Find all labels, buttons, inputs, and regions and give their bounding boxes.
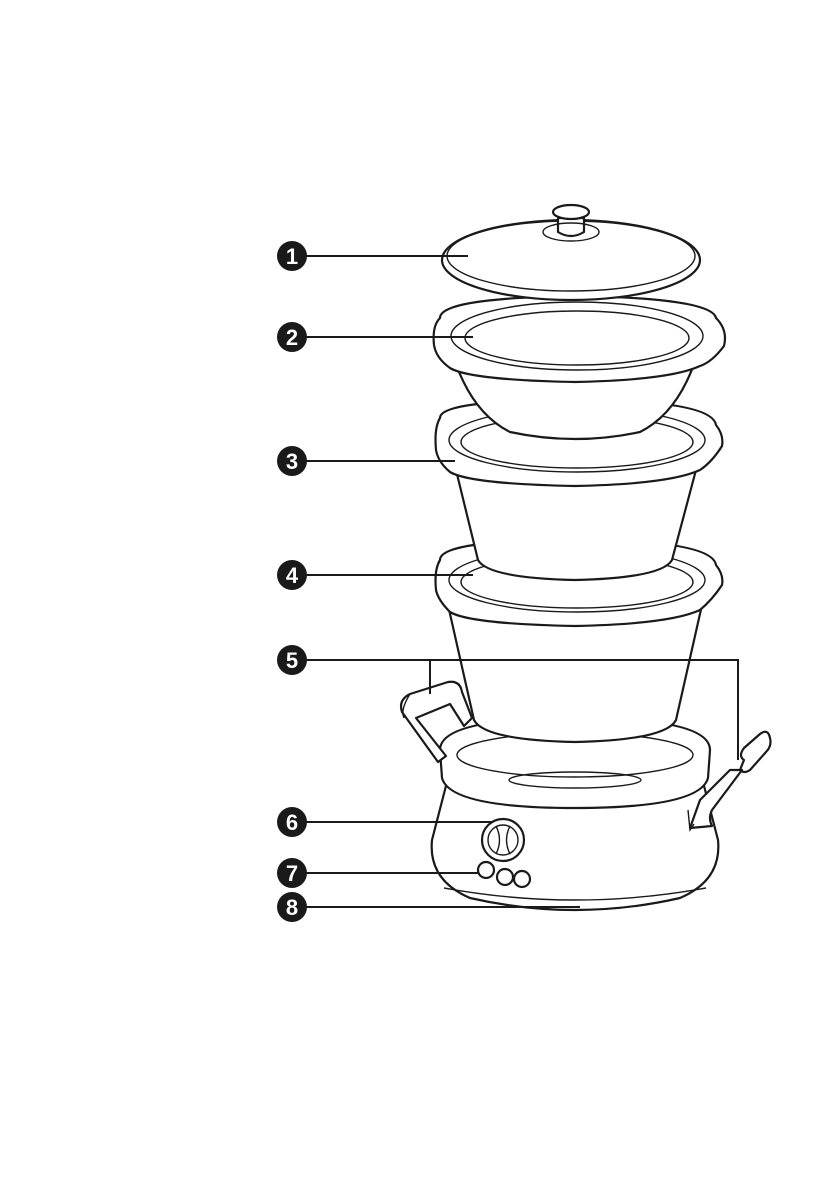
callout-6-number: 6 [286, 810, 298, 835]
callout-2: 2 [277, 322, 307, 352]
control-knob [482, 819, 524, 861]
callout-3: 3 [277, 446, 307, 476]
callout-4: 4 [277, 560, 307, 590]
callout-5-number: 5 [286, 648, 298, 673]
callout-5: 5 [277, 645, 307, 675]
callout-1-number: 1 [286, 244, 298, 269]
callout-6: 6 [277, 807, 307, 837]
callout-8-number: 8 [286, 895, 298, 920]
callout-3-number: 3 [286, 449, 298, 474]
callout-7-number: 7 [286, 861, 298, 886]
callout-8: 8 [277, 892, 307, 922]
callout-1: 1 [277, 241, 307, 271]
callout-2-number: 2 [286, 325, 298, 350]
callout-4-number: 4 [286, 563, 299, 588]
base-unit [432, 718, 719, 910]
lid [442, 205, 700, 300]
callout-7: 7 [277, 858, 307, 888]
